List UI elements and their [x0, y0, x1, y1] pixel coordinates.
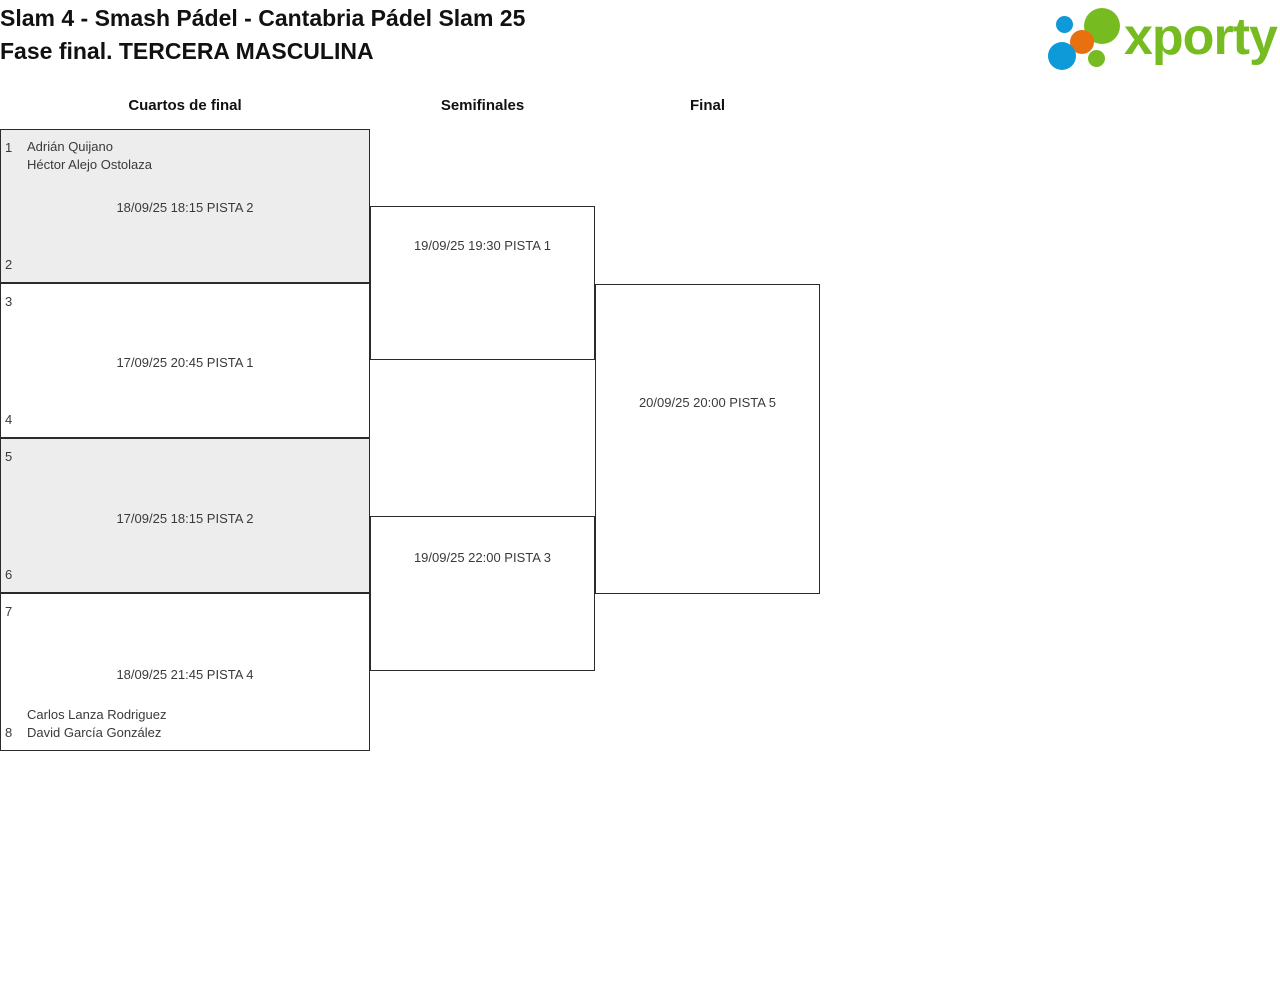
match-schedule: 20/09/25 20:00 PISTA 5 [638, 395, 777, 410]
match-quarterfinal-1[interactable]: 1 Adrián Quijano Héctor Alejo Ostolaza 1… [0, 129, 370, 283]
player-name: Adrián Quijano [27, 139, 113, 154]
round-header-quarterfinals: Cuartos de final [128, 97, 242, 114]
seed-number: 8 [5, 725, 13, 740]
player-name: David García González [27, 725, 162, 740]
player-name: Carlos Lanza Rodriguez [27, 707, 167, 722]
team-slot-top: Adrián Quijano Héctor Alejo Ostolaza [27, 138, 363, 174]
page-header: Slam 4 - Smash Pádel - Cantabria Pádel S… [0, 0, 1280, 80]
match-schedule: 17/09/25 20:45 PISTA 1 [116, 355, 254, 370]
match-quarterfinal-2[interactable]: 3 17/09/25 20:45 PISTA 1 4 [0, 283, 370, 438]
seed-number: 1 [5, 140, 13, 155]
seed-number: 7 [5, 604, 13, 619]
match-schedule: 18/09/25 21:45 PISTA 4 [116, 667, 254, 682]
seed-number: 3 [5, 294, 13, 309]
match-schedule: 18/09/25 18:15 PISTA 2 [116, 200, 254, 215]
match-schedule: 17/09/25 18:15 PISTA 2 [116, 511, 254, 526]
logo-dots-icon [1048, 8, 1126, 70]
match-final[interactable]: 20/09/25 20:00 PISTA 5 [595, 284, 820, 594]
match-quarterfinal-3[interactable]: 5 17/09/25 18:15 PISTA 2 6 [0, 438, 370, 593]
seed-number: 2 [5, 257, 13, 272]
page-title: Slam 4 - Smash Pádel - Cantabria Pádel S… [0, 2, 900, 68]
logo-dot-green-small [1088, 50, 1105, 67]
xporty-logo[interactable]: xporty [1048, 4, 1278, 70]
logo-dot-blue-small [1056, 16, 1073, 33]
match-quarterfinal-4[interactable]: 7 18/09/25 21:45 PISTA 4 8 Carlos Lanza … [0, 593, 370, 751]
team-slot-bottom: Carlos Lanza Rodriguez David García Gonz… [27, 706, 363, 742]
round-header-final: Final [689, 97, 725, 114]
player-name: Héctor Alejo Ostolaza [27, 157, 153, 172]
seed-number: 5 [5, 449, 13, 464]
logo-dot-blue-large [1048, 42, 1076, 70]
title-line-1: Slam 4 - Smash Pádel - Cantabria Pádel S… [0, 5, 526, 31]
match-schedule: 19/09/25 22:00 PISTA 3 [413, 550, 552, 565]
seed-number: 4 [5, 412, 13, 427]
seed-number: 6 [5, 567, 13, 582]
match-semifinal-2[interactable]: 19/09/25 22:00 PISTA 3 [370, 516, 595, 671]
match-semifinal-1[interactable]: 19/09/25 19:30 PISTA 1 [370, 206, 595, 360]
match-schedule: 19/09/25 19:30 PISTA 1 [413, 238, 552, 253]
round-header-semifinals: Semifinales [440, 97, 525, 114]
logo-wordmark: xporty [1124, 8, 1278, 66]
title-line-2: Fase final. TERCERA MASCULINA [0, 38, 374, 64]
